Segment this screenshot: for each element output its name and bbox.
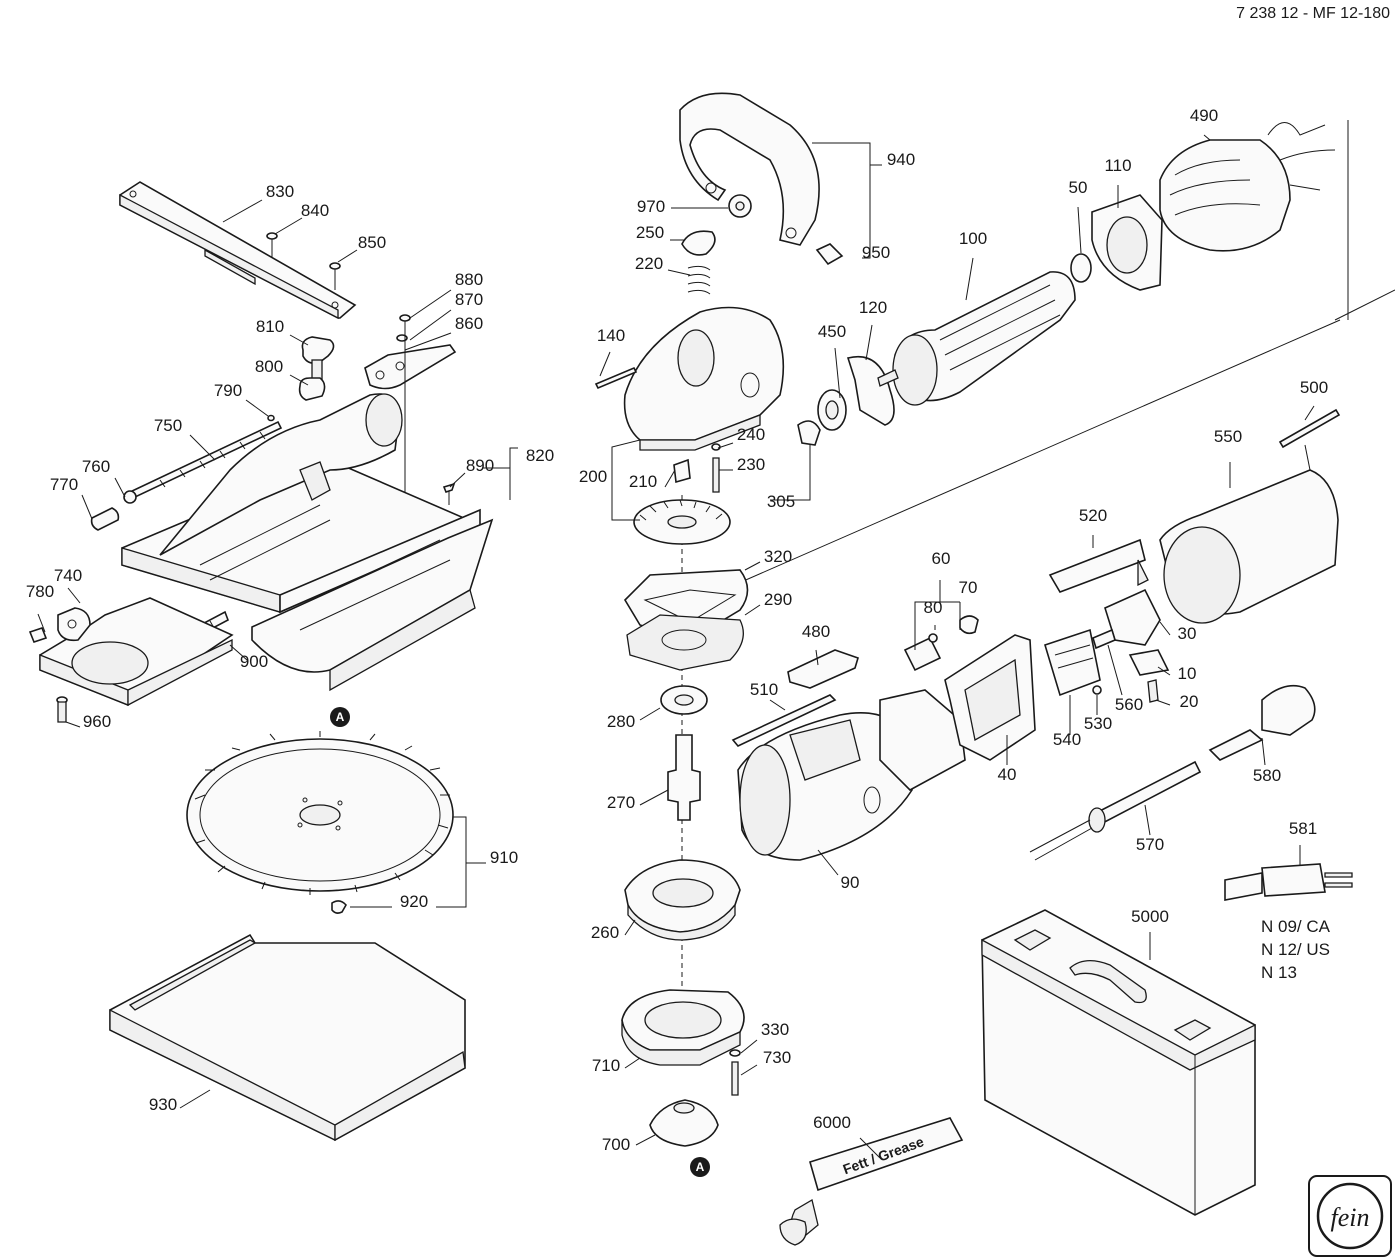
part-label-50: 50 (1069, 178, 1088, 197)
part-label-970: 970 (637, 197, 665, 216)
part-label-560: 560 (1115, 695, 1143, 714)
part-label-90: 90 (841, 873, 860, 892)
part-label-110: 110 (1104, 156, 1131, 175)
part-label-800: 800 (255, 357, 283, 376)
part-label-950: 950 (862, 243, 890, 262)
part-label-6000: 6000 (813, 1113, 851, 1132)
part-label-920: 920 (400, 892, 428, 911)
part-label-900: 900 (240, 652, 268, 671)
part-label-960: 960 (83, 712, 111, 731)
part-label-450: 450 (818, 322, 846, 341)
part-label-880: 880 (455, 270, 483, 289)
part-label-80: 80 (924, 598, 943, 617)
part-label-830: 830 (266, 182, 294, 201)
part-label-580: 580 (1253, 766, 1281, 785)
svg-text:fein: fein (1331, 1203, 1370, 1232)
part-label-740: 740 (54, 566, 82, 585)
part-label-581: 581 (1289, 819, 1317, 838)
plug-variant-2: N 12/ US (1261, 940, 1330, 959)
part-label-20: 20 (1180, 692, 1199, 711)
part-label-820: 820 (526, 446, 554, 465)
part-label-230: 230 (737, 455, 765, 474)
part-label-60: 60 (932, 549, 951, 568)
part-label-10: 10 (1178, 664, 1197, 683)
part-label-890: 890 (466, 456, 494, 475)
part-label-490: 490 (1190, 106, 1218, 125)
part-label-210: 210 (629, 472, 657, 491)
plug-variant-1: N 09/ CA (1261, 917, 1331, 936)
part-label-290: 290 (764, 590, 792, 609)
part-label-940: 940 (887, 150, 915, 169)
part-label-910: 910 (490, 848, 518, 867)
part-label-860: 860 (455, 314, 483, 333)
part-label-810: 810 (256, 317, 284, 336)
model-header: 7 238 12 - MF 12-180 (1236, 5, 1390, 22)
reference-marker-a-top: A (330, 707, 350, 727)
part-label-320: 320 (764, 547, 792, 566)
part-label-280: 280 (607, 712, 635, 731)
part-label-200: 200 (579, 467, 607, 486)
part-label-870: 870 (455, 290, 483, 309)
part-label-70: 70 (959, 578, 978, 597)
part-label-140: 140 (597, 326, 625, 345)
part-label-520: 520 (1079, 506, 1107, 525)
part-label-930: 930 (149, 1095, 177, 1114)
part-label-530: 530 (1084, 714, 1112, 733)
part-label-570: 570 (1136, 835, 1164, 854)
part-label-100: 100 (959, 229, 987, 248)
part-label-850: 850 (358, 233, 386, 252)
part-label-220: 220 (635, 254, 663, 273)
part-label-120: 120 (859, 298, 887, 317)
part-label-330: 330 (761, 1020, 789, 1039)
part-label-260: 260 (591, 923, 619, 942)
part-label-770: 770 (50, 475, 78, 494)
part-label-760: 760 (82, 457, 110, 476)
part-label-550: 550 (1214, 427, 1242, 446)
part-label-40: 40 (998, 765, 1017, 784)
part-label-305: 305 (767, 492, 795, 511)
part-label-240: 240 (737, 425, 765, 444)
part-label-790: 790 (214, 381, 242, 400)
svg-text:A: A (336, 710, 345, 724)
fein-logo: fein (1308, 1175, 1392, 1257)
part-label-700: 700 (602, 1135, 630, 1154)
part-label-270: 270 (607, 793, 635, 812)
part-label-30: 30 (1178, 624, 1197, 643)
part-label-840: 840 (301, 201, 329, 220)
part-label-250: 250 (636, 223, 664, 242)
part-label-540: 540 (1053, 730, 1081, 749)
part-label-510: 510 (750, 680, 778, 699)
part-label-710: 710 (592, 1056, 620, 1075)
reference-marker-a-bottom: A (690, 1157, 710, 1177)
part-label-750: 750 (154, 416, 182, 435)
part-label-730: 730 (763, 1048, 791, 1067)
line-art (28, 92, 1395, 1246)
part-label-480: 480 (802, 622, 830, 641)
part-label-5000: 5000 (1131, 907, 1169, 926)
plug-variant-3: N 13 (1261, 963, 1297, 982)
part-label-780: 780 (26, 582, 54, 601)
svg-text:A: A (696, 1160, 705, 1174)
part-label-500: 500 (1300, 378, 1328, 397)
